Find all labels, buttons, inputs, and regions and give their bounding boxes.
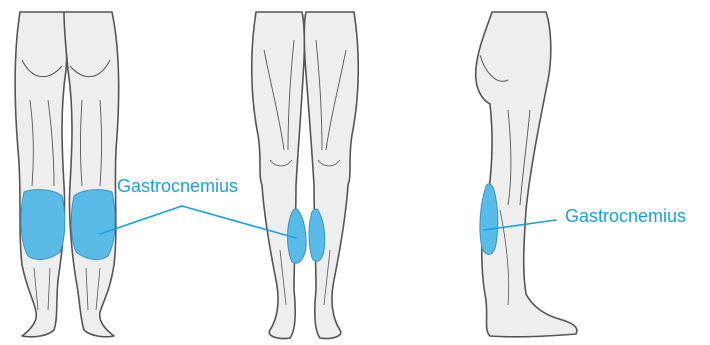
back-view-left-gastrocnemius — [21, 190, 65, 260]
front-view-right-leg — [304, 12, 358, 339]
front-view-figure — [252, 12, 359, 339]
front-view-left-leg — [252, 12, 305, 339]
side-view-leg — [476, 12, 577, 337]
gastrocnemius-label-back-front: Gastrocnemius — [117, 176, 238, 196]
back-view-left-leg — [15, 12, 67, 337]
side-view-gastrocnemius — [480, 184, 498, 254]
back-view-right-gastrocnemius — [71, 190, 115, 260]
back-view-right-leg — [64, 12, 119, 337]
side-view-figure — [476, 12, 577, 337]
back-view-figure — [15, 12, 118, 337]
gastrocnemius-label-side: Gastrocnemius — [565, 206, 686, 226]
